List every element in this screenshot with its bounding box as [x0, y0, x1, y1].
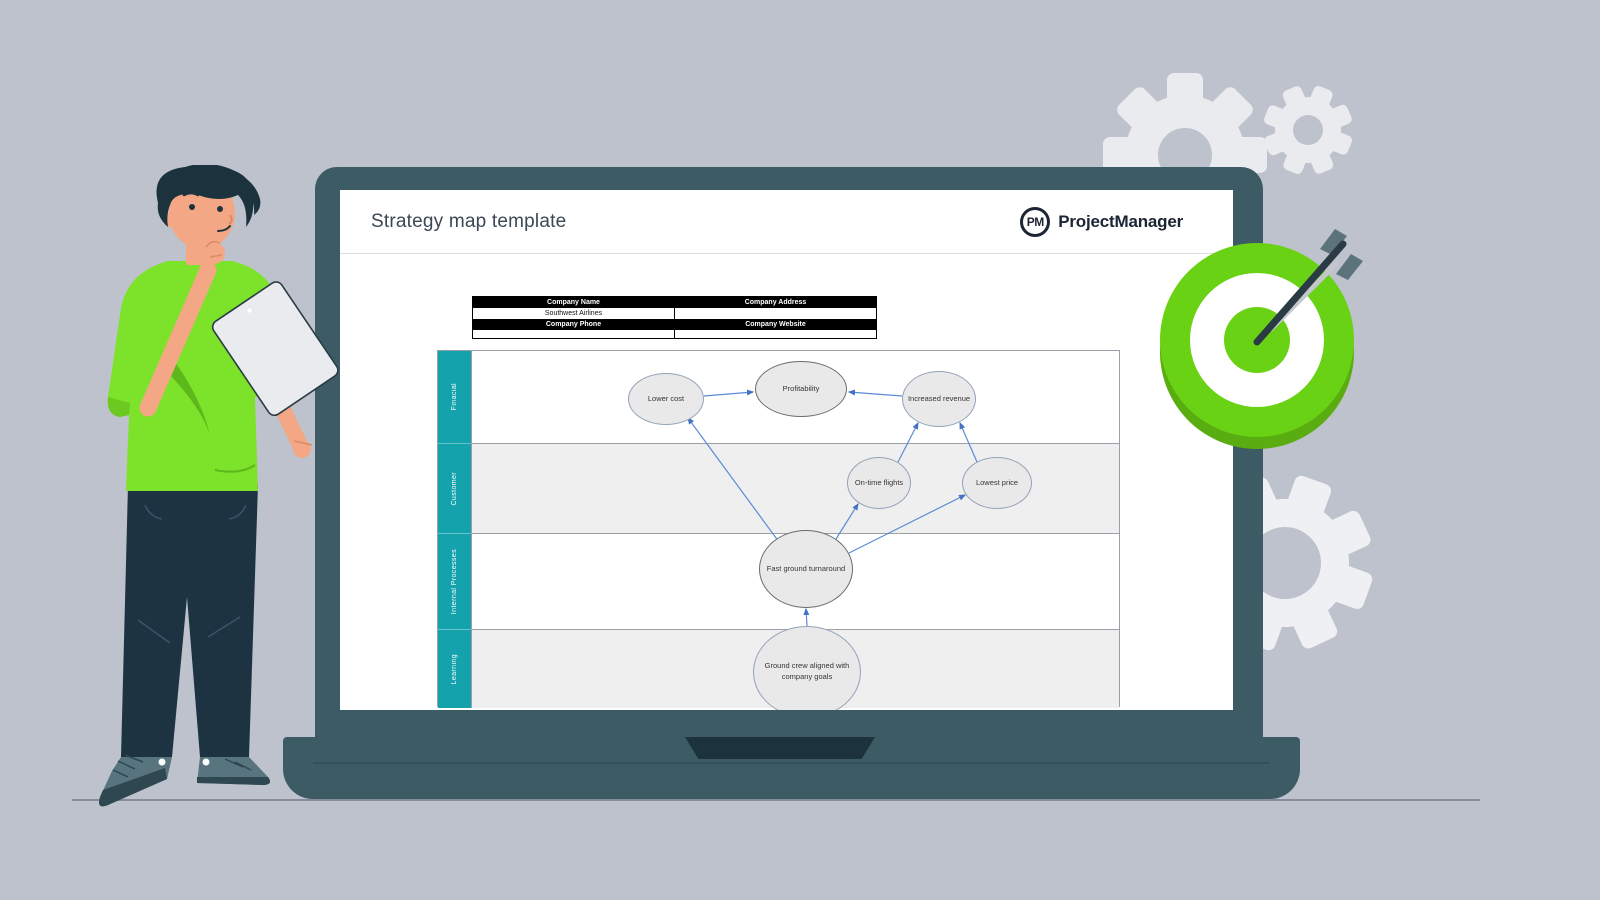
company-table-cell: Southwest Airlines [473, 308, 675, 319]
laptop: Strategy map template PM ProjectManager … [315, 167, 1263, 737]
company-table-row [473, 330, 876, 338]
page-title: Strategy map template [371, 211, 567, 232]
laptop-base [283, 737, 1300, 799]
company-table-row: Company Phone Company Website [473, 319, 876, 330]
company-table-cell: Company Name [473, 297, 675, 308]
company-table-cell: Company Phone [473, 319, 675, 330]
swimlane-body [471, 444, 1119, 534]
swimlane-label: Customer [438, 444, 471, 534]
header-divider [340, 253, 1233, 254]
company-table-row: Southwest Airlines [473, 308, 876, 319]
swimlane-label: Learning [438, 630, 471, 708]
target-illustration [1160, 229, 1363, 449]
tablet [211, 281, 339, 417]
company-table-cell: Company Website [745, 321, 806, 328]
person-tablet-arm [211, 281, 339, 458]
brand-name: ProjectManager [1058, 212, 1183, 231]
swimlane-internal-processes: Internal Processes [438, 534, 1119, 630]
floor-line [72, 799, 1480, 801]
swimlane-label: Finacial [438, 351, 471, 444]
swimlane-learning: Learning [438, 630, 1119, 708]
person-illustration [99, 165, 339, 807]
swimlane-customer: Customer [438, 444, 1119, 534]
company-table-cell [473, 330, 675, 338]
swimlane-financial: Finacial [438, 351, 1119, 444]
gear-icon [1262, 84, 1354, 176]
laptop-screen: Strategy map template PM ProjectManager … [340, 190, 1233, 710]
arrow-icon [1253, 229, 1363, 346]
person-shoes [99, 754, 270, 807]
swimlane-body [471, 351, 1119, 444]
swimlane-body [471, 630, 1119, 708]
document-header: Strategy map template PM ProjectManager [340, 190, 1233, 253]
person-pants [121, 485, 258, 757]
person-head [156, 165, 261, 265]
company-table-cell: Company Address [744, 299, 807, 306]
company-table-cell [675, 330, 876, 338]
company-table-row: Company Name Company Address [473, 297, 876, 308]
swimlane-label: Internal Processes [438, 534, 471, 630]
pm-logo-icon: PM [1020, 207, 1051, 237]
brand-logo: PM ProjectManager [1020, 207, 1183, 237]
laptop-notch [685, 737, 875, 759]
swimlane-body [471, 534, 1119, 630]
company-table-cell [675, 308, 876, 319]
person-thinking-arm [139, 240, 225, 417]
laptop-base-crease [313, 762, 1270, 764]
